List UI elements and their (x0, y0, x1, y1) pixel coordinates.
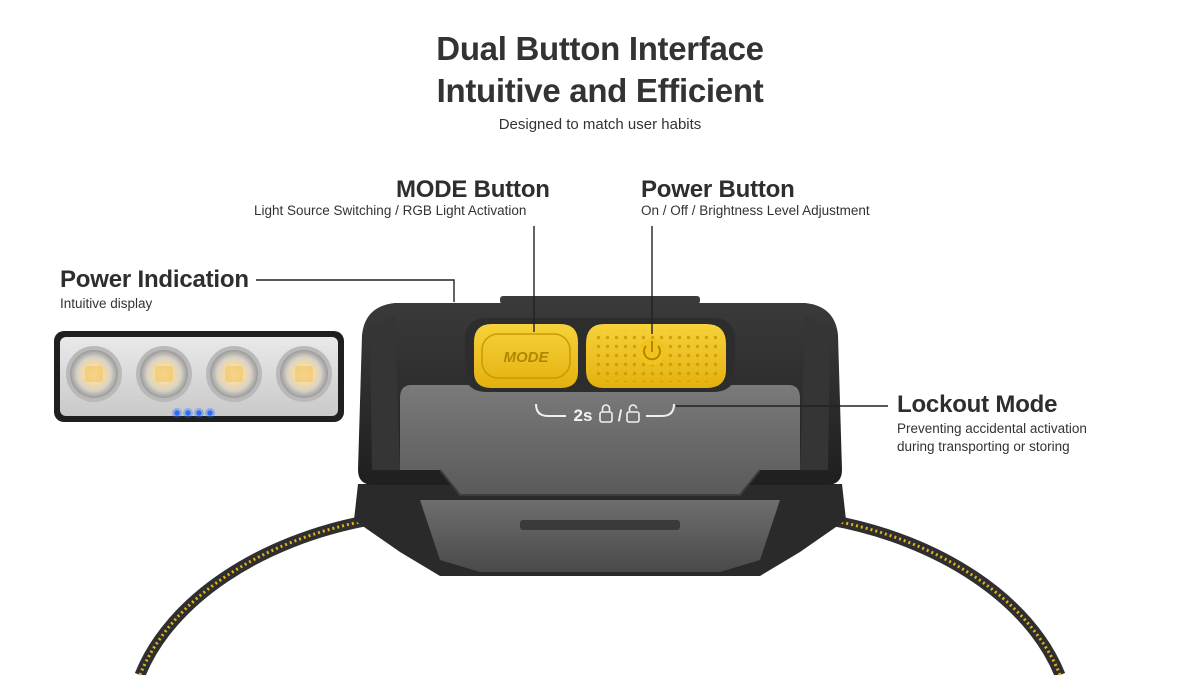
power-button[interactable] (586, 324, 726, 388)
lock-icon (599, 404, 613, 423)
power-button-heading: Power Button (641, 176, 795, 203)
leader-lines (256, 226, 888, 407)
led-panel (54, 331, 344, 422)
mode-button[interactable] (474, 324, 578, 388)
lockout-mode-description-line-2: during transporting or storing (897, 439, 1070, 454)
lockout-hold-duration: 2s (574, 406, 593, 425)
mode-button-label: MODE (504, 349, 550, 366)
mode-button-description: Light Source Switching / RGB Light Activ… (254, 203, 527, 218)
power-button-description: On / Off / Brightness Level Adjustment (641, 203, 870, 218)
power-indication-description: Intuitive display (60, 296, 153, 311)
unlock-icon (626, 404, 640, 423)
indicator-dot (196, 410, 202, 416)
mode-button-heading: MODE Button (396, 176, 550, 203)
led-emitter-3 (206, 346, 262, 402)
headband (134, 514, 1066, 675)
led-emitter-1 (66, 346, 122, 402)
lockout-mode-description-line-1: Preventing accidental activation (897, 421, 1087, 436)
page-title-line-2: Intuitive and Efficient (436, 72, 764, 109)
indicator-dot (207, 410, 213, 416)
lockout-separator: / (618, 408, 623, 425)
indicator-dot (185, 410, 191, 416)
lockout-bracket (535, 403, 675, 417)
battery-indicator-dots (172, 408, 215, 418)
indicator-dot (174, 410, 180, 416)
power-icon (643, 341, 661, 361)
led-emitter-2 (136, 346, 192, 402)
power-indication-heading: Power Indication (60, 266, 249, 293)
page-subtitle: Designed to match user habits (498, 116, 702, 133)
mounting-clip (354, 484, 846, 576)
lockout-mode-heading: Lockout Mode (897, 391, 1058, 418)
page-title-line-1: Dual Button Interface (436, 30, 764, 67)
led-emitter-4 (276, 346, 332, 402)
